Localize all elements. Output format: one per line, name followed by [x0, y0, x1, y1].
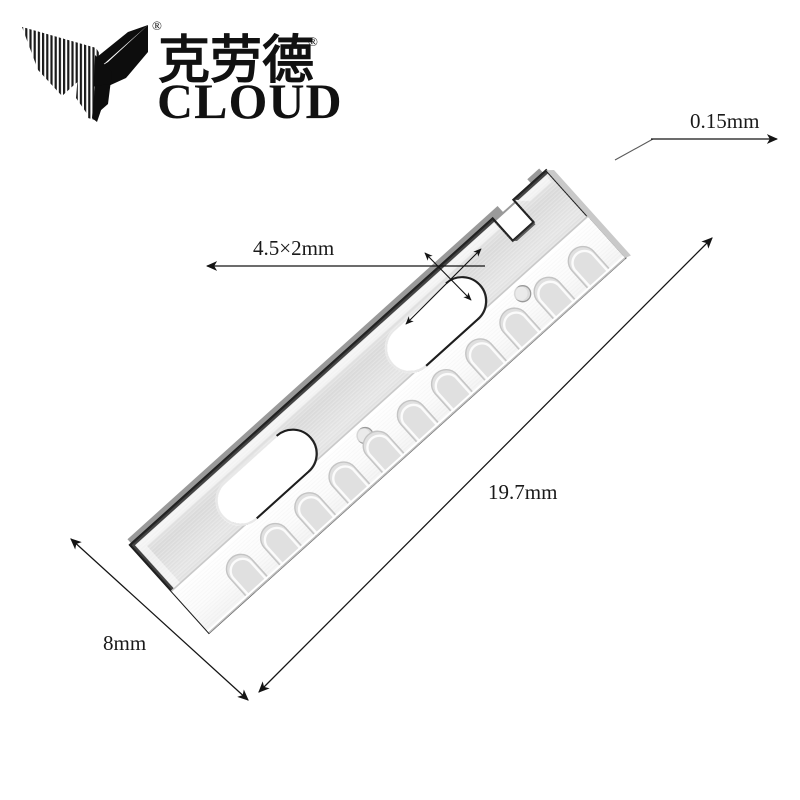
- dimension-label-slot-size: 4.5×2mm: [253, 236, 334, 260]
- dimension-thickness: 0.15mm: [614, 109, 779, 161]
- dimension-length: 19.7mm: [258, 237, 713, 693]
- bird-mark-icon: [22, 25, 148, 122]
- logo-english-name: CLOUD: [157, 73, 343, 129]
- dimension-label-thickness: 0.15mm: [690, 109, 759, 133]
- logo-chinese-name: 克劳德: [158, 32, 314, 90]
- logo-registered-mark-2: ®: [308, 34, 318, 49]
- dimension-slot-size: 4.5×2mm: [205, 236, 485, 325]
- logo-registered-mark-1: ®: [152, 18, 162, 33]
- dimension-label-width: 8mm: [103, 631, 146, 655]
- dimension-width: 8mm: [70, 538, 249, 701]
- dimension-label-length: 19.7mm: [488, 480, 557, 504]
